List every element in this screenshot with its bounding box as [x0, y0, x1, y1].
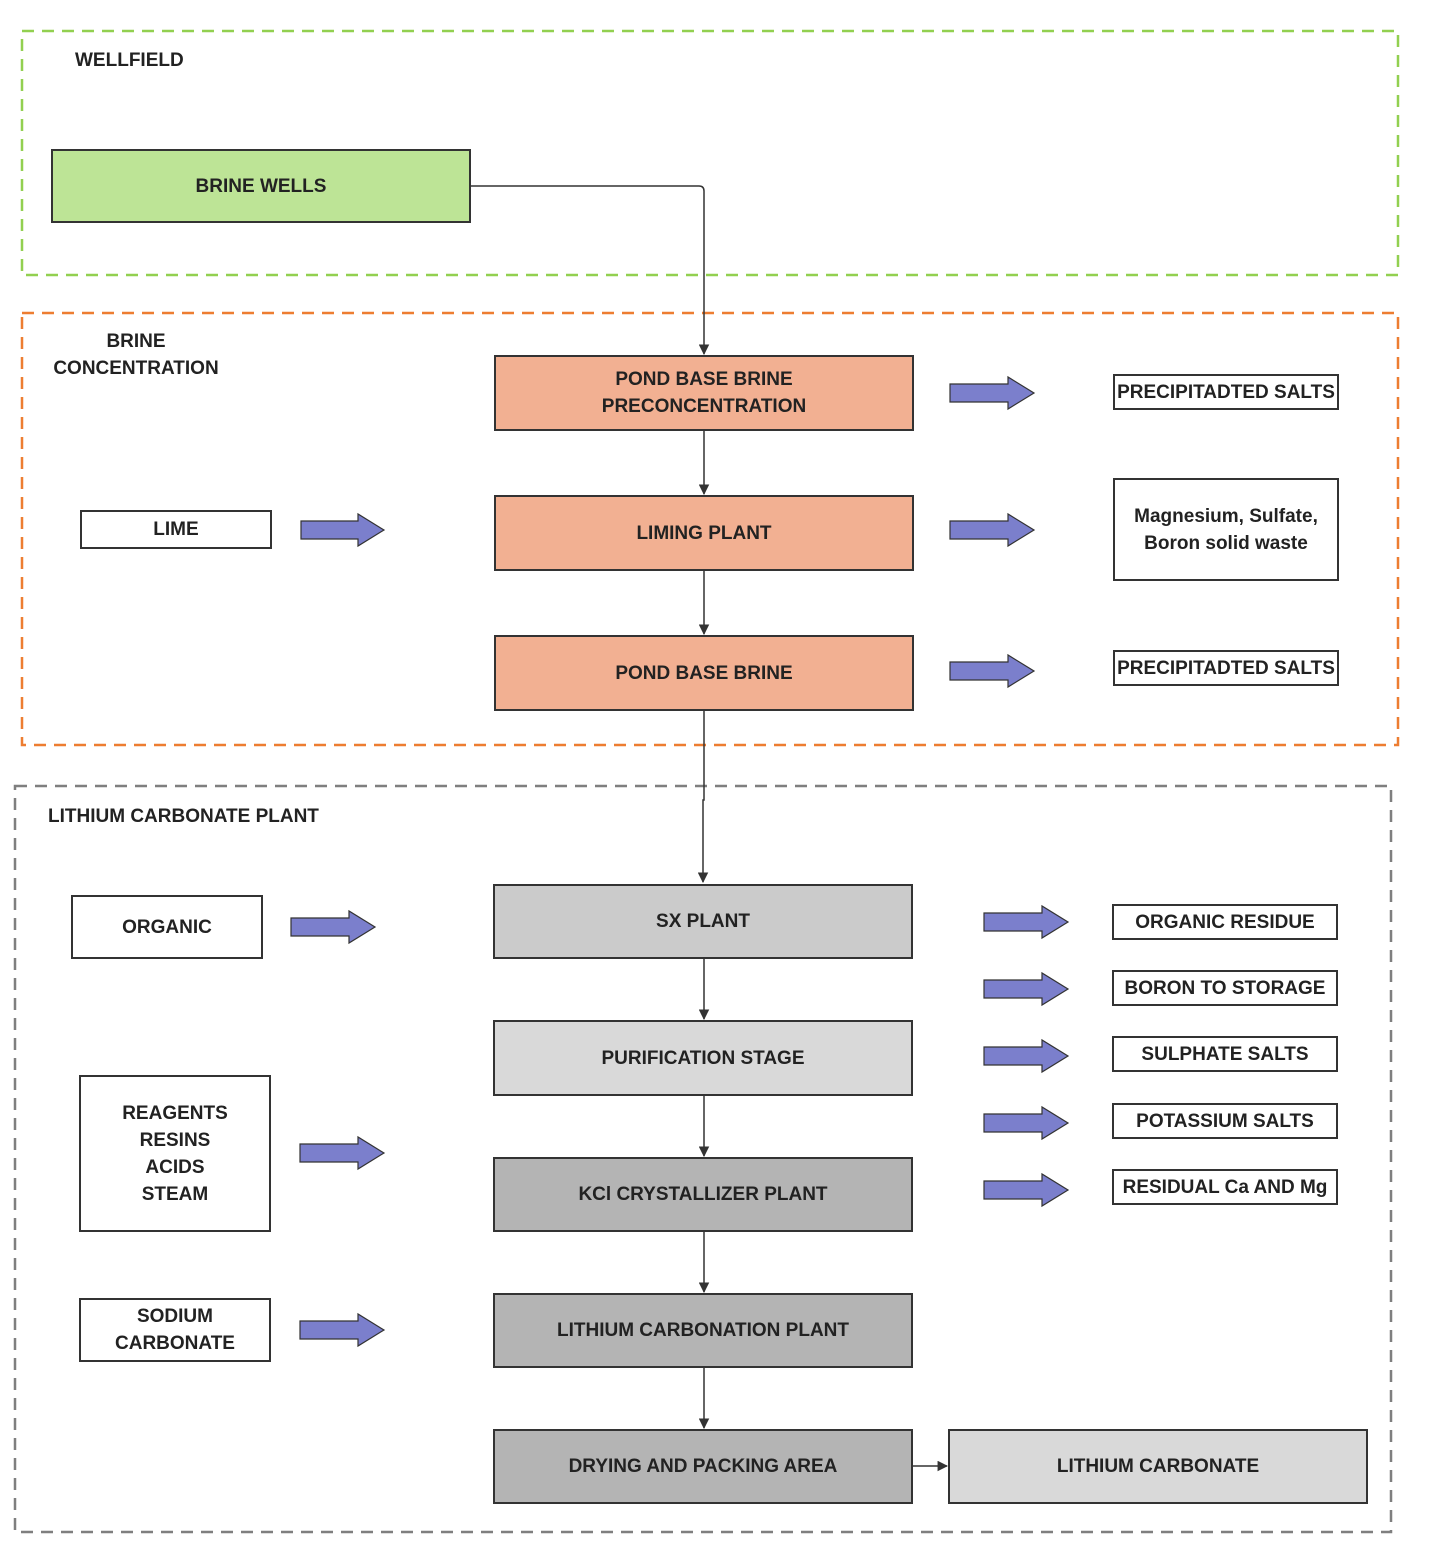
- brine-wells-box: BRINE WELLS: [51, 149, 471, 223]
- zone-label-lithium-carbonate-plant: LITHIUM CARBONATE PLANT: [48, 806, 319, 827]
- arrow-to-potassium-salts: [983, 1105, 1070, 1141]
- precipitated-salts-box-1: PRECIPITADTED SALTS: [1113, 374, 1339, 410]
- arrow-organic-input: [290, 909, 377, 945]
- lithium-carbonation-box: LITHIUM CARBONATION PLANT: [493, 1293, 913, 1368]
- arrow-to-boron-storage: [983, 971, 1070, 1007]
- arrow-to-mg-sulfate-boron: [949, 512, 1036, 548]
- potassium-salts-box: POTASSIUM SALTS: [1112, 1103, 1338, 1139]
- wellfield-zone: [20, 29, 1400, 277]
- connector-pond-to-sx: [697, 710, 709, 884]
- mg-sulfate-boron-box: Magnesium, Sulfate, Boron solid waste: [1113, 478, 1339, 581]
- arrow-reagents-input: [299, 1135, 386, 1171]
- kcl-crystallizer-box: KCl CRYSTALLIZER PLANT: [493, 1157, 913, 1232]
- arrow-to-precipitated-salts-2: [949, 653, 1036, 689]
- pond-base-brine-box: POND BASE BRINE: [494, 635, 914, 711]
- lime-input-box: LIME: [80, 510, 272, 549]
- brine-concentration-zone: [20, 311, 1400, 747]
- connector-wells-to-pond: [470, 185, 710, 356]
- sx-plant-box: SX PLANT: [493, 884, 913, 959]
- purification-stage-box: PURIFICATION STAGE: [493, 1020, 913, 1096]
- boron-storage-box: BORON TO STORAGE: [1112, 970, 1338, 1006]
- residual-ca-mg-box: RESIDUAL Ca AND Mg: [1112, 1169, 1338, 1205]
- organic-input-box: ORGANIC: [71, 895, 263, 959]
- lithium-carbonate-product-box: LITHIUM CARBONATE: [948, 1429, 1368, 1504]
- arrow-to-sulphate-salts: [983, 1038, 1070, 1074]
- lithium-carbonate-plant-zone: [13, 784, 1393, 1534]
- organic-residue-box: ORGANIC RESIDUE: [1112, 904, 1338, 940]
- sodium-carbonate-input-box: SODIUM CARBONATE: [79, 1298, 271, 1362]
- sulphate-salts-box: SULPHATE SALTS: [1112, 1036, 1338, 1072]
- arrow-lime-input: [300, 512, 386, 548]
- drying-packing-box: DRYING AND PACKING AREA: [493, 1429, 913, 1504]
- precipitated-salts-box-2: PRECIPITADTED SALTS: [1113, 650, 1339, 686]
- arrow-to-organic-residue: [983, 904, 1070, 940]
- pond-preconcentration-box: POND BASE BRINE PRECONCENTRATION: [494, 355, 914, 431]
- zone-label-wellfield: WELLFIELD: [75, 50, 184, 71]
- reagents-input-box: REAGENTS RESINS ACIDS STEAM: [79, 1075, 271, 1232]
- arrow-to-precipitated-salts-1: [949, 375, 1036, 411]
- arrow-to-residual-ca-mg: [983, 1172, 1070, 1208]
- arrow-sodium-carbonate-input: [299, 1312, 386, 1348]
- liming-plant-box: LIMING PLANT: [494, 495, 914, 571]
- zone-label-brine-concentration: BRINE CONCENTRATION: [53, 331, 219, 379]
